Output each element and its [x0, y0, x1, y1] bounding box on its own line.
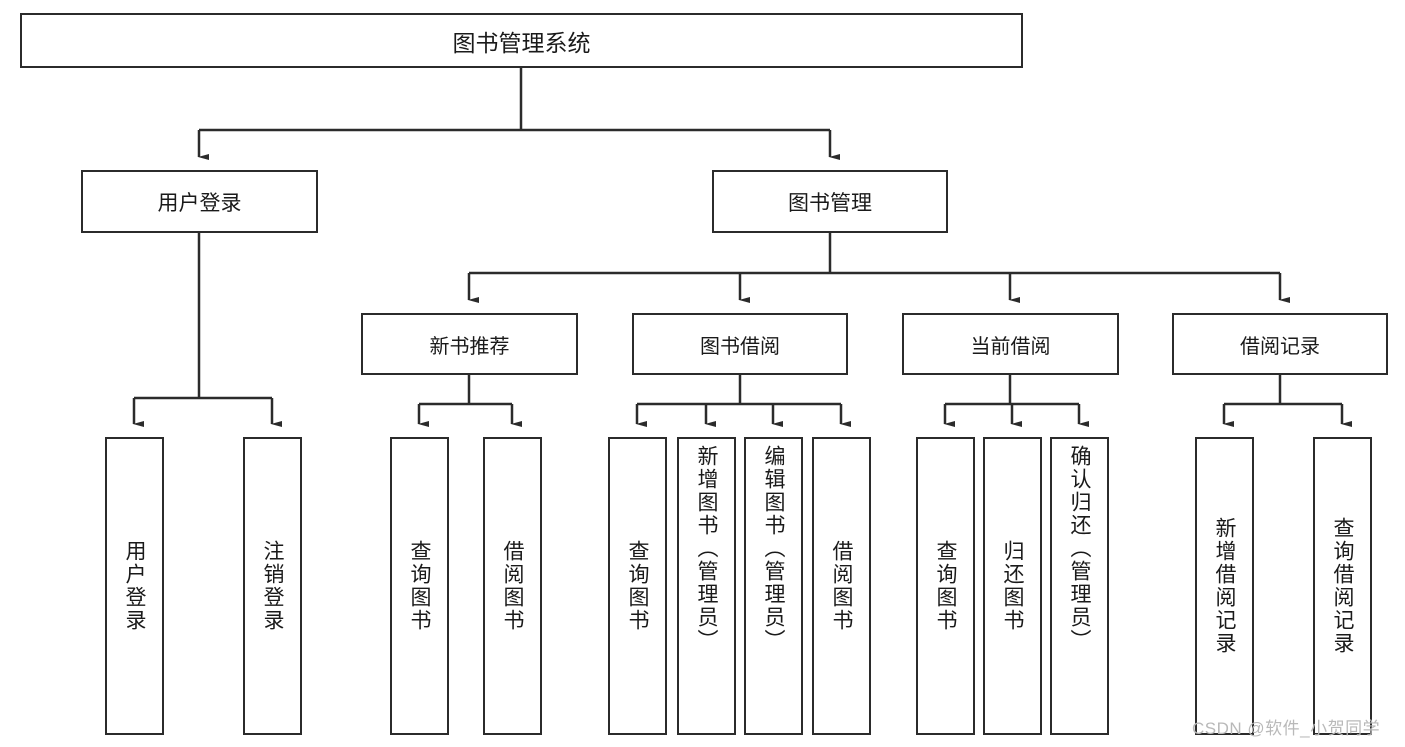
node-leaf-bb-borrow-book-label: 借阅图书: [830, 540, 853, 632]
node-leaf-rec-borrow-book[interactable]: 借阅图书: [483, 437, 542, 735]
node-borrow-record-label: 借阅记录: [1240, 335, 1320, 358]
node-leaf-bb-borrow-book[interactable]: 借阅图书: [812, 437, 871, 735]
node-leaf-bb-query-book-label: 查询图书: [626, 540, 649, 632]
node-leaf-br-query-record[interactable]: 查询借阅记录: [1313, 437, 1372, 735]
node-leaf-bb-add-book[interactable]: 新增图书（管理员）: [677, 437, 736, 735]
node-leaf-rec-query-book-label: 查询图书: [408, 540, 431, 632]
node-leaf-cb-query-book-label: 查询图书: [934, 540, 957, 632]
node-root[interactable]: 图书管理系统: [20, 13, 1023, 68]
node-book-borrow[interactable]: 图书借阅: [632, 313, 848, 375]
node-book-manage[interactable]: 图书管理: [712, 170, 948, 233]
node-leaf-rec-query-book[interactable]: 查询图书: [390, 437, 449, 735]
node-leaf-user-login[interactable]: 用户登录: [105, 437, 164, 735]
node-leaf-cb-query-book[interactable]: 查询图书: [916, 437, 975, 735]
node-leaf-cb-confirm-return-label: 确认归还（管理员）: [1068, 445, 1091, 652]
node-current-borrow-label: 当前借阅: [970, 335, 1051, 358]
node-borrow-record[interactable]: 借阅记录: [1172, 313, 1388, 375]
node-leaf-bb-add-book-label: 新增图书（管理员）: [695, 445, 718, 652]
node-leaf-bb-query-book[interactable]: 查询图书: [608, 437, 667, 735]
node-user-login-label: 用户登录: [157, 191, 242, 215]
node-leaf-cb-confirm-return[interactable]: 确认归还（管理员）: [1050, 437, 1109, 735]
node-leaf-br-query-record-label: 查询借阅记录: [1331, 517, 1354, 655]
watermark-text: CSDN @软件_小贺同学: [1192, 719, 1381, 738]
node-root-label: 图书管理系统: [452, 29, 591, 56]
node-leaf-bb-edit-book-label: 编辑图书（管理员）: [762, 445, 785, 652]
node-user-login[interactable]: 用户登录: [81, 170, 318, 233]
node-book-borrow-label: 图书借阅: [700, 335, 780, 358]
node-new-book-rec[interactable]: 新书推荐: [361, 313, 578, 375]
node-leaf-user-logout[interactable]: 注销登录: [243, 437, 302, 735]
node-book-manage-label: 图书管理: [788, 191, 872, 215]
node-leaf-user-logout-label: 注销登录: [261, 540, 284, 632]
node-leaf-br-add-record-label: 新增借阅记录: [1213, 517, 1236, 655]
node-leaf-cb-return-book[interactable]: 归还图书: [983, 437, 1042, 735]
node-new-book-rec-label: 新书推荐: [429, 335, 510, 358]
node-leaf-bb-edit-book[interactable]: 编辑图书（管理员）: [744, 437, 803, 735]
node-current-borrow[interactable]: 当前借阅: [902, 313, 1119, 375]
node-leaf-br-add-record[interactable]: 新增借阅记录: [1195, 437, 1254, 735]
node-leaf-user-login-label: 用户登录: [123, 540, 146, 632]
node-leaf-cb-return-book-label: 归还图书: [1001, 540, 1024, 632]
node-leaf-rec-borrow-book-label: 借阅图书: [501, 540, 524, 632]
